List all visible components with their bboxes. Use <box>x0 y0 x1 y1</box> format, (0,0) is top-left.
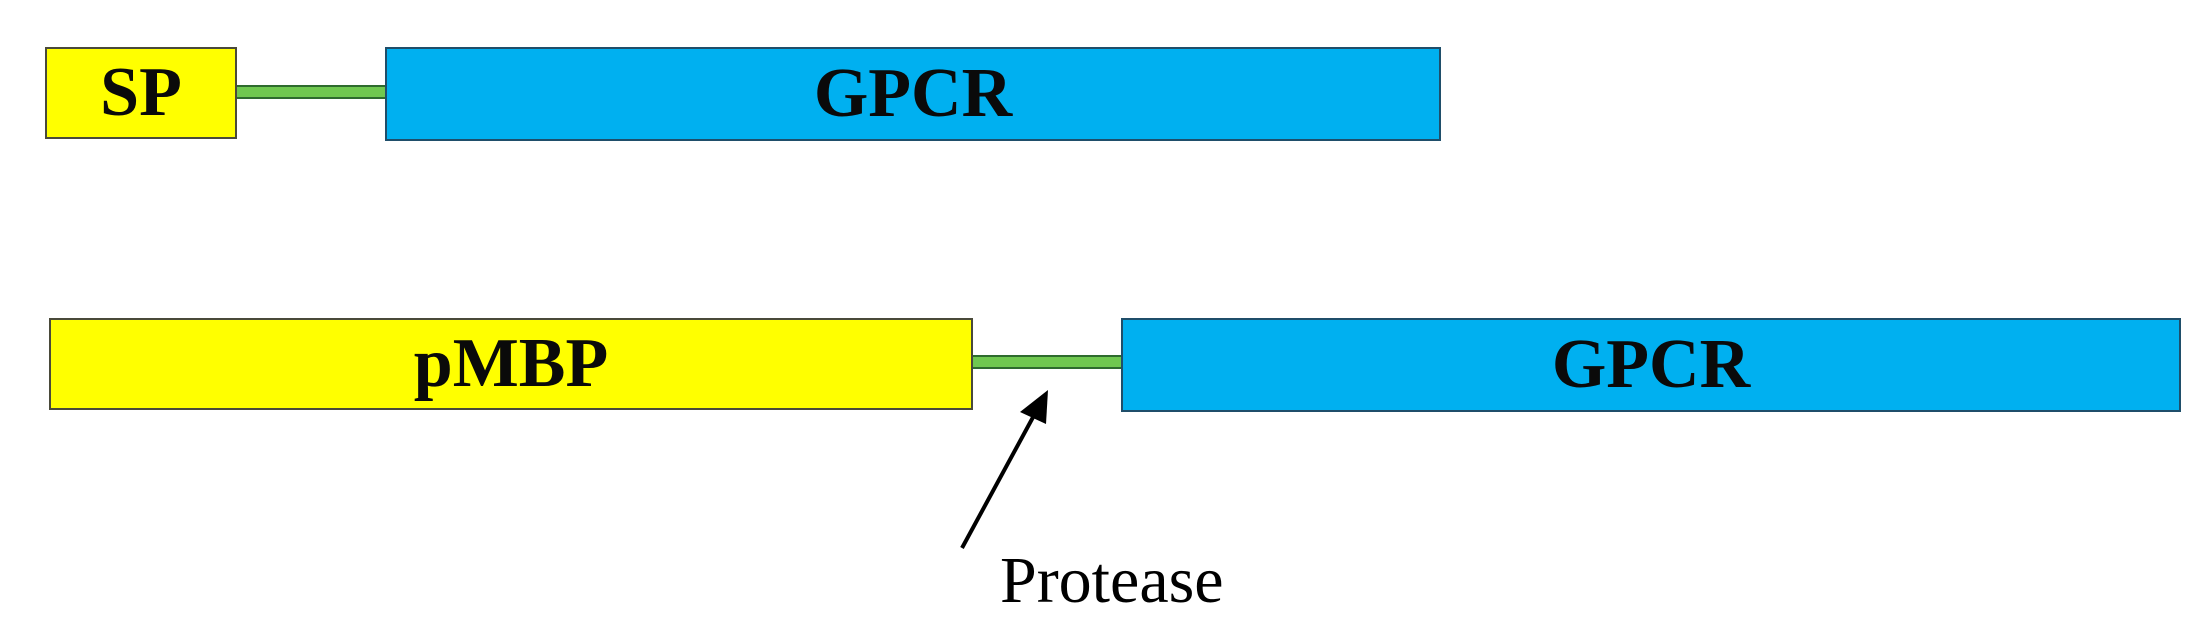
gpcr-box-1: GPCR <box>385 47 1441 141</box>
linker-2-protease-site <box>973 355 1121 369</box>
signal-peptide-box: SP <box>45 47 237 139</box>
linker-1 <box>237 85 385 99</box>
pmbp-label: pMBP <box>413 325 609 402</box>
arrow-shaft <box>960 407 1040 549</box>
gpcr-label-1: GPCR <box>813 55 1013 132</box>
gpcr-box-2: GPCR <box>1121 318 2181 412</box>
arrow-head <box>1020 390 1048 424</box>
gpcr-label-2: GPCR <box>1551 326 1751 403</box>
signal-peptide-label: SP <box>100 54 182 131</box>
protease-label: Protease <box>1000 544 1224 617</box>
pmbp-box: pMBP <box>49 318 973 410</box>
